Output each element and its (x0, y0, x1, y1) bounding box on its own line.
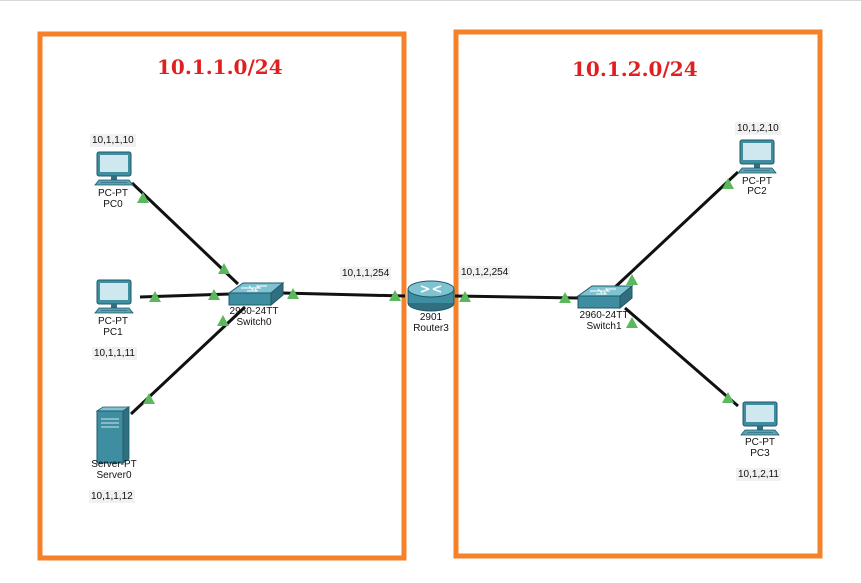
switch-icon (577, 285, 633, 309)
status-up-icon (208, 289, 220, 300)
status-up-icon (149, 291, 161, 302)
switch0-device[interactable] (228, 282, 284, 306)
router3-model-label: 2901 (419, 312, 443, 323)
pc-icon (94, 151, 134, 186)
switch0-name-label: Switch0 (236, 317, 272, 328)
status-up-icon (218, 263, 230, 274)
status-up-icon (143, 393, 155, 404)
pc2-device[interactable] (737, 139, 777, 174)
router3-device[interactable] (407, 280, 455, 312)
status-up-icon (459, 291, 471, 302)
router-icon (407, 280, 455, 312)
status-up-icon (626, 274, 638, 285)
status-up-icon (287, 288, 299, 299)
status-up-icon (137, 192, 149, 203)
server0-name-label: Server0 (96, 470, 132, 481)
pc1-ip-label: 10,1,1,11 (92, 347, 137, 360)
zone-left-network-title: 10.1.1.0/24 (157, 55, 283, 79)
pc0-name-label: PC0 (103, 199, 123, 210)
status-up-icon (217, 315, 229, 326)
link-switch0-router3[interactable] (281, 291, 406, 298)
pc1-device[interactable] (94, 279, 134, 314)
pc-icon (737, 139, 777, 174)
pc1-model-label: PC-PT (98, 316, 128, 327)
switch1-device[interactable] (577, 285, 633, 309)
status-up-icon (559, 292, 571, 303)
pc1-name-label: PC1 (103, 327, 123, 338)
pc-icon (94, 279, 134, 314)
switch1-name-label: Switch1 (586, 321, 622, 332)
pc3-ip-label: 10,1,2,11 (736, 468, 781, 481)
pc3-device[interactable] (740, 401, 780, 436)
pc2-ip-label: 10,1,2,10 (735, 122, 781, 135)
server0-ip-label: 10,1,1,12 (89, 490, 135, 503)
link-status-indicators (137, 178, 734, 404)
router3-name-label: Router3 (413, 323, 449, 334)
link-router3-switch1[interactable] (454, 294, 579, 300)
router3-right-interface-ip: 10,1,2,254 (459, 266, 511, 279)
server0-model-label: Server-PT (91, 459, 137, 470)
link-pc0-switch0[interactable] (130, 181, 240, 286)
switch0-model-label: 2960-24TT (229, 306, 279, 317)
link-switch1-pc2[interactable] (610, 170, 740, 292)
status-up-icon (722, 392, 734, 403)
server0-device[interactable] (95, 406, 131, 464)
pc0-model-label: PC-PT (98, 188, 128, 199)
server-icon (95, 406, 131, 464)
switch-icon (228, 282, 284, 306)
status-up-icon (722, 178, 734, 189)
pc0-ip-label: 10,1,1,10 (90, 134, 136, 147)
zone-right-border (453, 29, 823, 559)
status-up-icon (389, 290, 401, 301)
zone-right-network-title: 10.1.2.0/24 (572, 57, 698, 81)
pc2-model-label: PC-PT (742, 176, 772, 187)
pc3-name-label: PC3 (750, 448, 770, 459)
link-switch1-pc3[interactable] (624, 306, 739, 408)
top-border-line (0, 0, 861, 1)
router3-left-interface-ip: 10,1,1,254 (340, 267, 392, 280)
status-up-icon (626, 317, 638, 328)
pc3-model-label: PC-PT (745, 437, 775, 448)
switch1-model-label: 2960-24TT (579, 310, 629, 321)
pc2-name-label: PC2 (747, 186, 767, 197)
pc0-device[interactable] (94, 151, 134, 186)
pc-icon (740, 401, 780, 436)
